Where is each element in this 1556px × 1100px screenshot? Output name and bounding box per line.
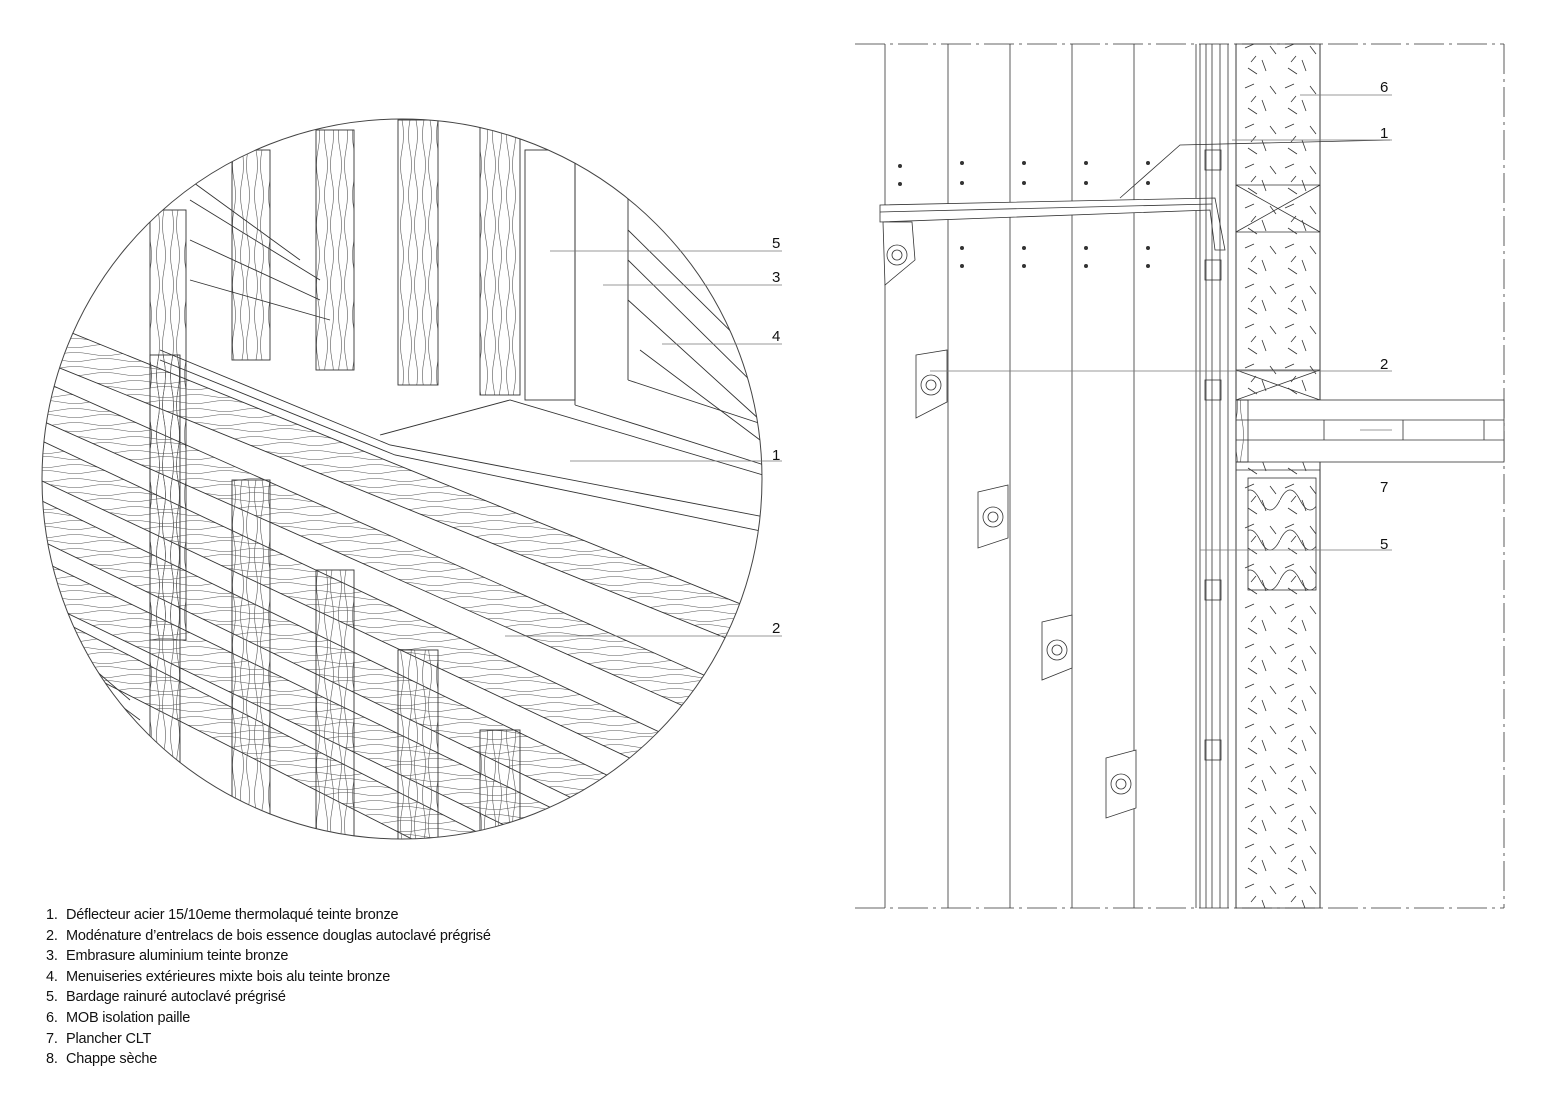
legend-item: 3.Embrasure aluminium teinte bronze — [46, 948, 289, 965]
legend-item: 7.Plancher CLT — [46, 1030, 152, 1047]
section-callout: 2 — [1380, 356, 1388, 373]
section-callout: 1 — [1380, 125, 1388, 142]
detail-callout: 5 — [772, 235, 780, 252]
section-callouts: 6 1 2 7 5 — [1380, 79, 1388, 553]
slat-sections — [882, 221, 1137, 819]
legend-item: 6.MOB isolation paille — [46, 1009, 191, 1026]
detail-leaders — [505, 250, 782, 637]
front-slats — [59, 354, 521, 839]
detail-callout: 1 — [772, 447, 780, 464]
section-callout: 6 — [1380, 79, 1388, 96]
legend-item: 8.Chappe sèche — [46, 1051, 158, 1068]
interlaced-slats — [42, 319, 762, 839]
section-view — [855, 43, 1505, 909]
wall-layers — [1199, 43, 1321, 909]
legend-item: 4.Menuiseries extérieures mixte bois alu… — [46, 968, 391, 985]
section-leaders — [930, 94, 1392, 551]
legend: 1.Déflecteur acier 15/10eme thermolaqué … — [46, 905, 491, 1070]
legend-item: 1.Déflecteur acier 15/10eme thermolaqué … — [46, 907, 399, 923]
cladding-battens — [149, 119, 576, 641]
slat-end-grain — [886, 244, 1132, 795]
cladding-elevation — [884, 44, 1197, 908]
legend-item: 2.Modénature d’entrelacs de bois essence… — [46, 927, 491, 944]
legend-item: 5.Bardage rainuré autoclavé prégrisé — [46, 989, 286, 1006]
detail-callouts: 5 3 4 1 2 — [772, 235, 780, 637]
deflector-sill — [159, 349, 762, 536]
batt-insulation — [1236, 469, 1321, 591]
section-callout: 7 — [1380, 479, 1388, 496]
detail-callout: 3 — [772, 269, 780, 286]
straw-insulation — [1235, 43, 1321, 909]
clt-floor — [1235, 399, 1505, 463]
section-callout: 5 — [1380, 536, 1388, 553]
detail-view: 5 3 4 1 2 — [41, 118, 782, 840]
detail-callout: 2 — [772, 620, 780, 637]
detail-callout: 4 — [772, 328, 780, 345]
